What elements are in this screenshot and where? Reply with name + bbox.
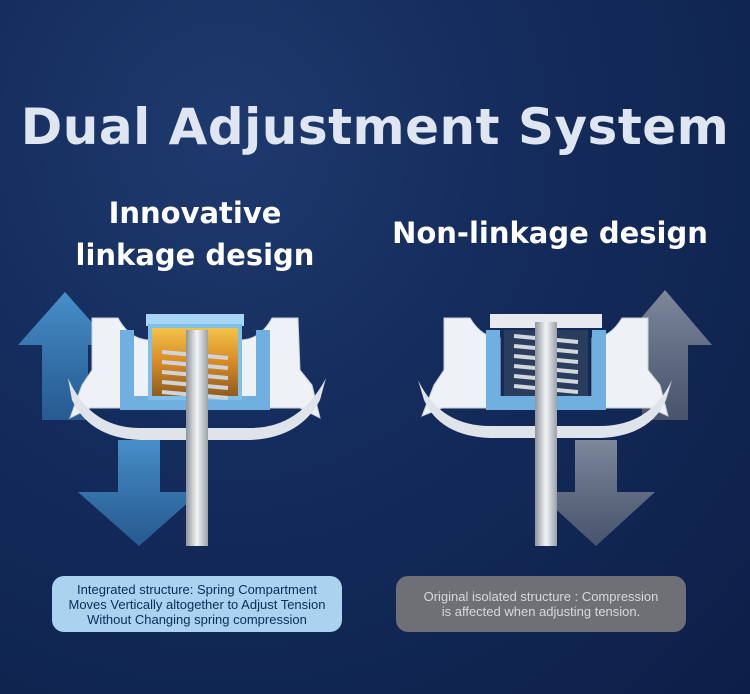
- left-down-arrow: [78, 440, 200, 546]
- right-caption: Original isolated structure : Compressio…: [396, 576, 686, 632]
- left-up-arrow: [18, 292, 112, 420]
- right-heading: Non-linkage design: [390, 212, 710, 254]
- right-heading-line-1: Non-linkage design: [392, 216, 708, 250]
- right-caption-line-1: Original isolated structure : Compressio…: [423, 589, 659, 604]
- mechanism-illustration: [18, 290, 712, 546]
- right-caption-line-2: is affected when adjusting tension.: [441, 604, 641, 619]
- right-down-arrow: [537, 440, 655, 546]
- left-caption-line-1: Integrated structure: Spring Compartment: [77, 581, 317, 597]
- left-heading-line-1: Innovative: [108, 196, 282, 230]
- left-caption-line-2: Moves Vertically altogether to Adjust Te…: [68, 596, 326, 612]
- left-shaft: [186, 330, 208, 546]
- left-caption-line-3: Without Changing spring compression: [87, 611, 307, 627]
- right-shaft: [535, 322, 557, 546]
- page-title: Dual Adjustment System: [20, 98, 730, 156]
- left-heading: Innovative linkage design: [40, 192, 350, 276]
- left-caption: Integrated structure: Spring Compartment…: [52, 576, 342, 632]
- left-heading-line-2: linkage design: [75, 238, 315, 272]
